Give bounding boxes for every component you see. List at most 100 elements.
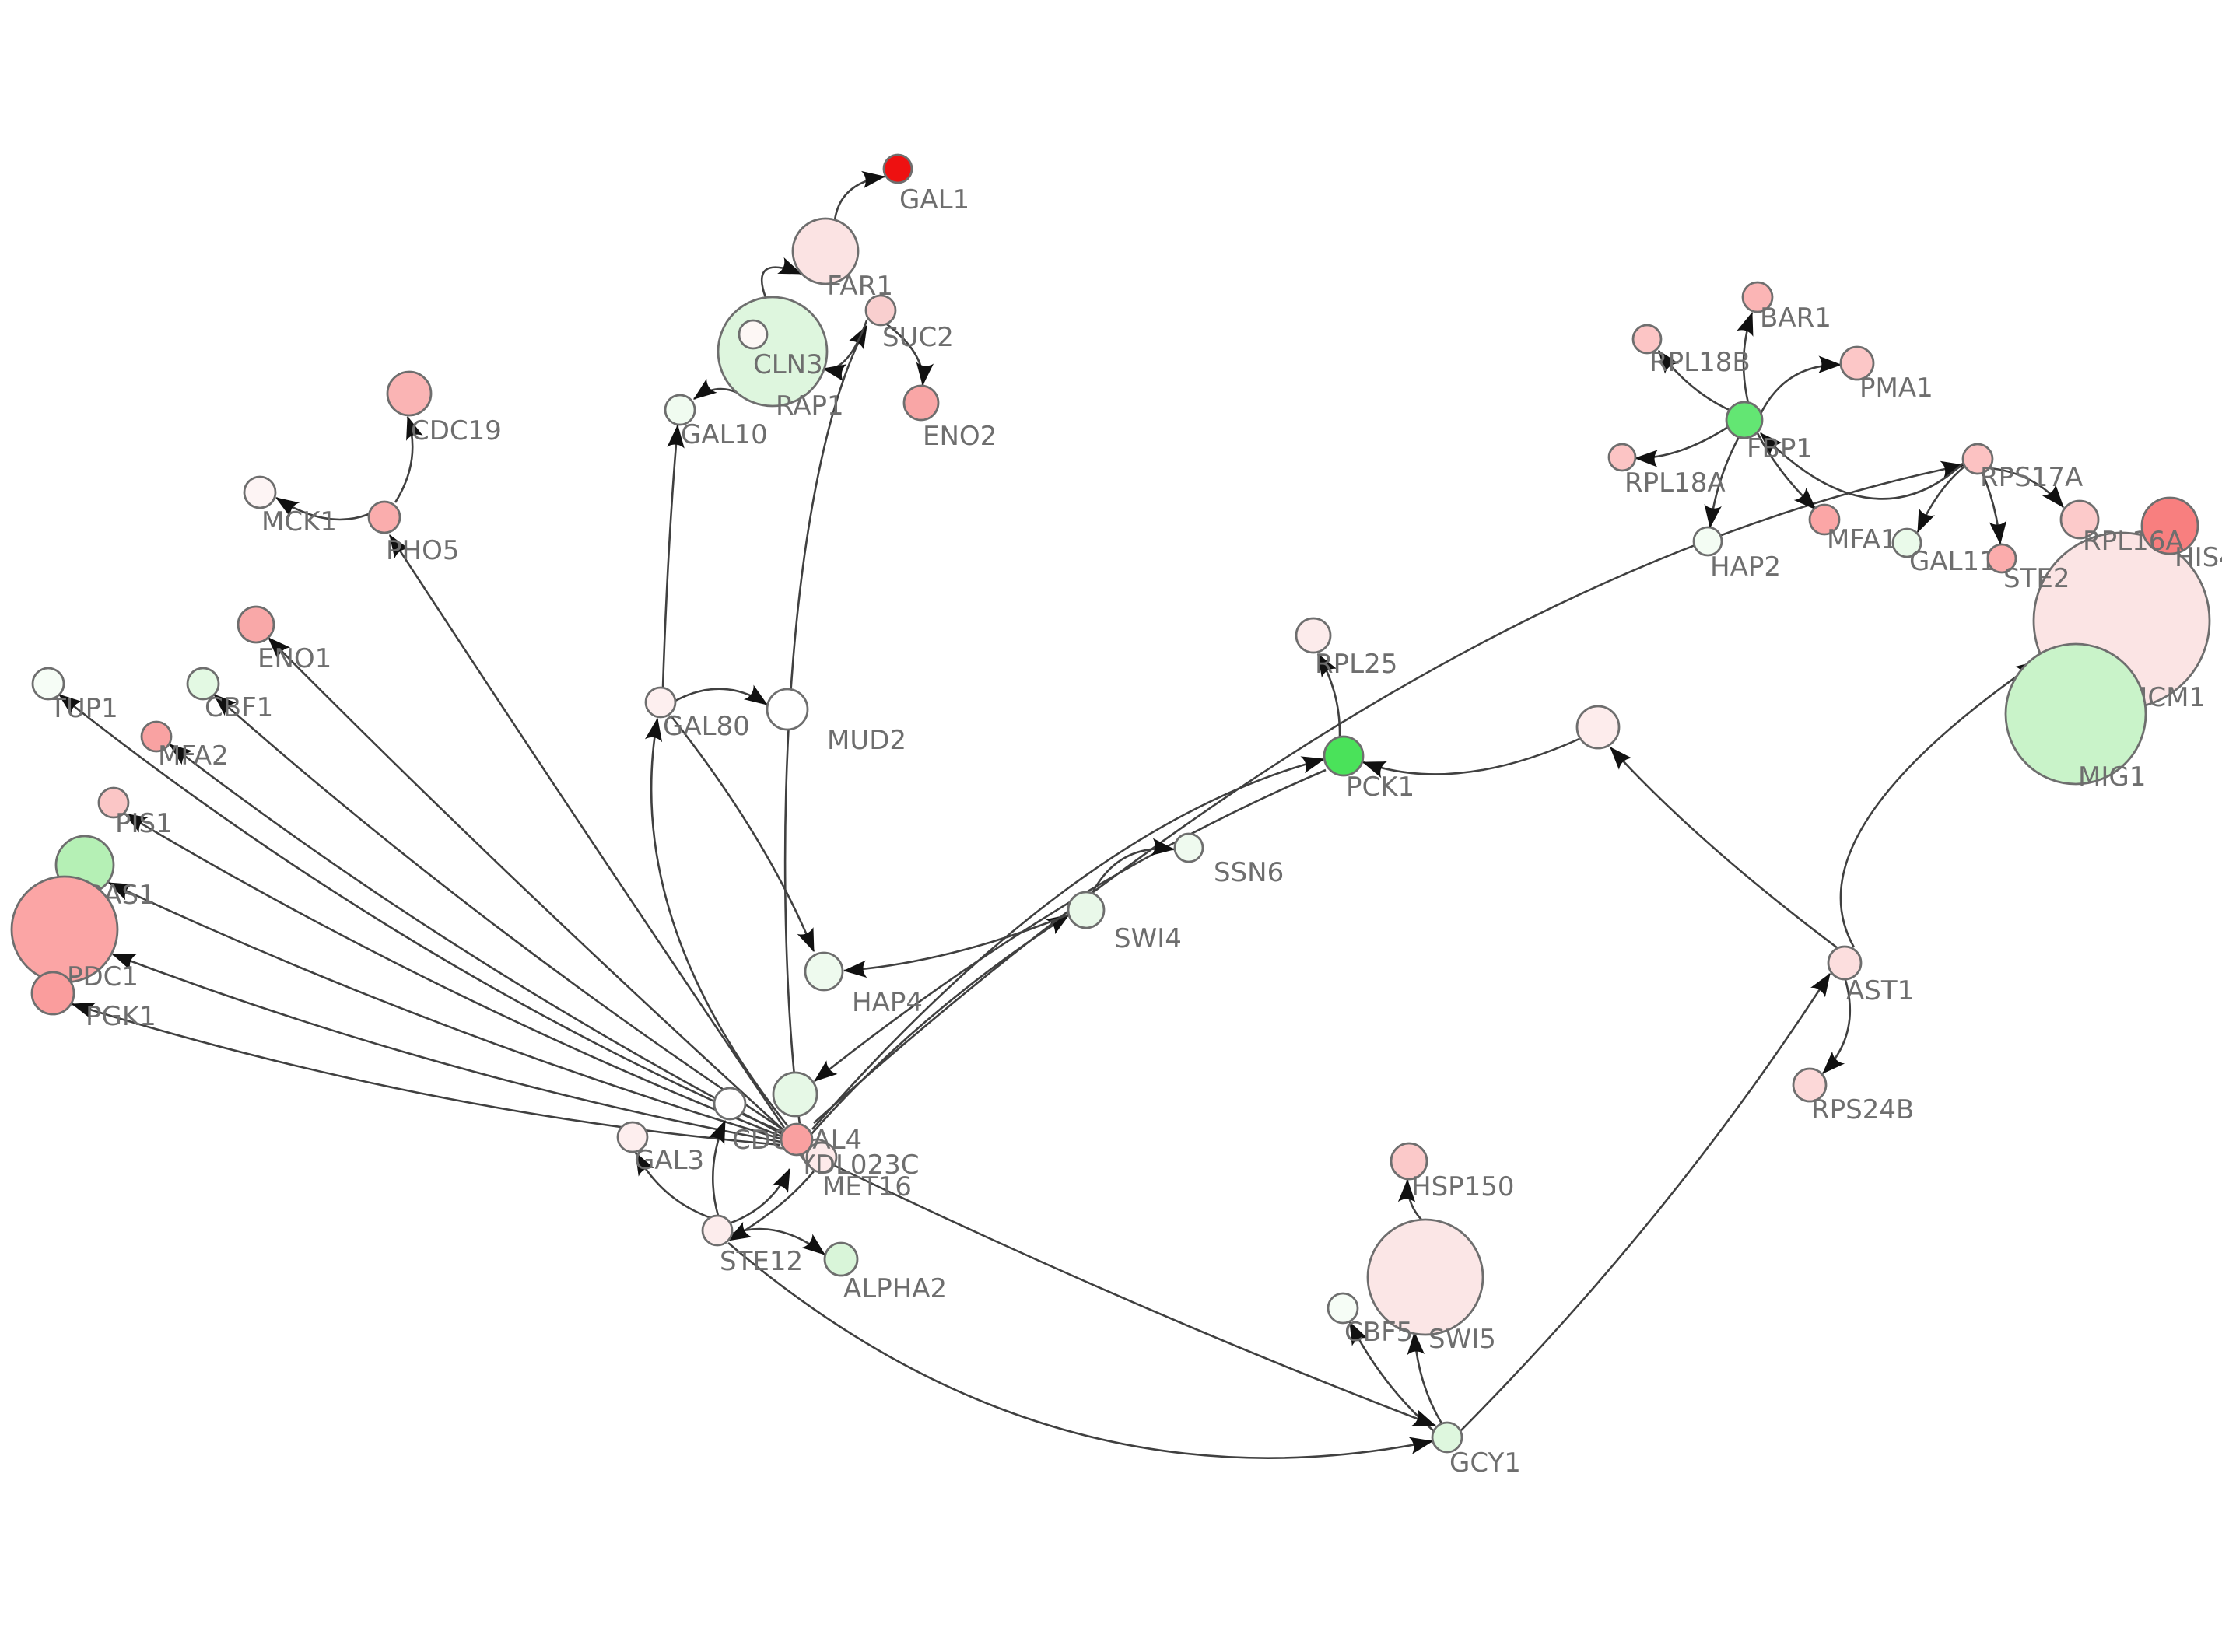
node-CDC19-circle[interactable] bbox=[386, 370, 433, 417]
edge-GAL4-CBF1[interactable] bbox=[213, 694, 783, 1131]
node-MCK1-circle[interactable] bbox=[243, 475, 277, 509]
edge-SUC2-ENO2[interactable] bbox=[886, 323, 934, 387]
edge-AST1-MCM1[interactable] bbox=[1839, 660, 2040, 948]
edge-YDL023C-STE12[interactable] bbox=[727, 1171, 815, 1242]
node-RPL16A-circle[interactable] bbox=[2059, 499, 2100, 540]
edge-RPS17A-FBP1[interactable] bbox=[1760, 432, 1964, 500]
node-PIS1-circle[interactable] bbox=[97, 786, 130, 819]
edge-AST1-NODE_A[interactable] bbox=[1610, 747, 1838, 950]
node-TUP1-circle[interactable] bbox=[31, 667, 65, 701]
edge-FBP1-MFA1[interactable] bbox=[1756, 432, 1817, 510]
node-ALPHA2-circle[interactable] bbox=[823, 1241, 859, 1277]
node-STE2-circle[interactable] bbox=[1986, 543, 2017, 574]
node-CBF5-circle[interactable] bbox=[1327, 1292, 1359, 1325]
edge-GAL4-RAS1[interactable] bbox=[107, 881, 781, 1140]
node-FAR1-circle[interactable] bbox=[791, 217, 860, 285]
edge-SUC2-CLN3[interactable] bbox=[822, 320, 868, 382]
edge-STE12-GAL3[interactable] bbox=[634, 1151, 712, 1220]
node-RPS17A-circle[interactable] bbox=[1961, 443, 1994, 475]
node-GAL3-circle[interactable] bbox=[616, 1121, 649, 1153]
node-AST1-circle[interactable] bbox=[1827, 945, 1863, 981]
edge-GAL4-GAL80[interactable] bbox=[644, 717, 789, 1126]
edge-GAL4-PGK1[interactable] bbox=[71, 1002, 781, 1146]
edge-GAL4-TUP1[interactable] bbox=[58, 693, 783, 1133]
node-RPS24B-circle[interactable] bbox=[1792, 1067, 1828, 1103]
node-PCK1-circle[interactable] bbox=[1323, 735, 1365, 777]
edge-FBP1-RPL18A[interactable] bbox=[1634, 425, 1729, 467]
node-HAP2-circle[interactable] bbox=[1692, 526, 1723, 557]
edge-FBP1-HAP2[interactable] bbox=[1704, 436, 1740, 529]
edge-FAR1-GAL1[interactable] bbox=[833, 170, 886, 221]
node-PHO5-circle[interactable] bbox=[367, 500, 401, 534]
node-GAL1-circle[interactable] bbox=[882, 153, 913, 184]
edge-GAL4-MFA2[interactable] bbox=[169, 743, 783, 1136]
node-STE12-circle[interactable] bbox=[701, 1214, 734, 1247]
edge-STE12-GCY1[interactable] bbox=[727, 1242, 1434, 1459]
node-MUD2: MUD2 bbox=[766, 688, 906, 756]
edge-FBP1-PMA1[interactable] bbox=[1759, 355, 1842, 415]
node-SUC2-circle[interactable] bbox=[864, 294, 897, 327]
edge-SWI5-HSP150[interactable] bbox=[1397, 1178, 1422, 1220]
node-RPL18A-circle[interactable] bbox=[1607, 443, 1637, 472]
node-PDC1-label: PDC1 bbox=[67, 961, 138, 992]
edge-CLN3-FAR1[interactable] bbox=[760, 257, 803, 300]
node-PGK1-circle[interactable] bbox=[30, 971, 75, 1016]
edge-PCK1-NODE_B[interactable] bbox=[814, 768, 1327, 1083]
node-NODE_B-circle[interactable] bbox=[772, 1071, 818, 1118]
edge-STE12-CDC6[interactable] bbox=[708, 1119, 727, 1216]
edge-FBP1-RPL18B[interactable] bbox=[1657, 349, 1733, 413]
node-CDC6-circle[interactable] bbox=[713, 1087, 747, 1121]
edge-RPS17A-STE2[interactable] bbox=[1981, 472, 2007, 545]
node-ENO2-circle[interactable] bbox=[902, 384, 940, 422]
edge-PHO5-CDC19[interactable] bbox=[394, 415, 423, 503]
edge-STE12-MET16[interactable] bbox=[731, 1167, 791, 1224]
node-RPL25-circle[interactable] bbox=[1295, 617, 1332, 654]
node-ENO1-circle[interactable] bbox=[237, 605, 275, 644]
node-NODE_A-circle[interactable] bbox=[1575, 705, 1621, 750]
node-PMA1-circle[interactable] bbox=[1839, 345, 1875, 381]
edge-SWI4-HAP4[interactable] bbox=[843, 913, 1069, 978]
edge-NODE_A-PCK1[interactable] bbox=[1362, 737, 1580, 779]
node-BAR1-circle[interactable] bbox=[1741, 281, 1774, 313]
edge-GAL80-MUD2[interactable] bbox=[675, 684, 769, 706]
node-HSP150-circle[interactable] bbox=[1390, 1142, 1428, 1181]
node-RAP1-circle[interactable] bbox=[738, 319, 769, 350]
edge-FBP1-BAR1[interactable] bbox=[1737, 311, 1754, 404]
edge-PHO5-MCK1[interactable] bbox=[275, 496, 370, 521]
edge-GCY1-SWI5[interactable] bbox=[1407, 1331, 1443, 1424]
edge-RPS17A-RPL16A[interactable] bbox=[1989, 467, 2064, 508]
edge-GAL4-PDC1[interactable] bbox=[111, 953, 781, 1143]
edge-PCK1-RPL25[interactable] bbox=[1316, 653, 1341, 737]
edge-GAL4-PIS1[interactable] bbox=[123, 812, 782, 1138]
edge-SWI4-SSN6[interactable] bbox=[1091, 838, 1176, 894]
node-FBP1-circle[interactable] bbox=[1725, 401, 1764, 439]
edge-GAL4-GCY1[interactable] bbox=[804, 1150, 1437, 1427]
edge-GAL4-PCK1[interactable] bbox=[811, 756, 1326, 1130]
node-YDL023C-circle[interactable] bbox=[805, 1141, 838, 1174]
edge-GAL80-HAP4[interactable] bbox=[669, 715, 815, 953]
node-RPL18B: RPL18B bbox=[1631, 324, 1751, 378]
edge-GCY1-AST1[interactable] bbox=[1460, 972, 1831, 1432]
node-GAL11-circle[interactable] bbox=[1891, 527, 1922, 558]
node-MFA2-circle[interactable] bbox=[140, 720, 173, 753]
node-MIG1-circle[interactable] bbox=[2004, 642, 2147, 786]
node-PDC1: PDC1 bbox=[10, 875, 138, 992]
node-MFA1-circle[interactable] bbox=[1808, 503, 1841, 536]
node-GAL4-circle[interactable] bbox=[780, 1122, 814, 1157]
node-GAL10-circle[interactable] bbox=[664, 394, 696, 426]
node-MUD2-circle[interactable] bbox=[766, 688, 809, 731]
node-RPL18B-circle[interactable] bbox=[1631, 324, 1663, 355]
node-HAP4-circle[interactable] bbox=[804, 951, 844, 992]
edge-RPS17A-GAL11[interactable] bbox=[1916, 464, 1966, 534]
edge-AST1-RPS24B[interactable] bbox=[1822, 979, 1851, 1074]
node-GCY1-circle[interactable] bbox=[1431, 1421, 1463, 1454]
node-SWI4-circle[interactable] bbox=[1067, 891, 1106, 929]
edge-GAL4-ENO1[interactable] bbox=[268, 637, 783, 1130]
node-SSN6-circle[interactable] bbox=[1173, 832, 1204, 863]
node-SWI5-circle[interactable] bbox=[1366, 1218, 1484, 1336]
edge-GAL4-PHO5[interactable] bbox=[388, 534, 786, 1129]
node-GAL80-circle[interactable] bbox=[644, 686, 677, 719]
edge-GAL80-GAL10[interactable] bbox=[661, 424, 685, 688]
node-CBF1-circle[interactable] bbox=[186, 667, 220, 701]
node-HIS4-circle[interactable] bbox=[2140, 496, 2199, 555]
